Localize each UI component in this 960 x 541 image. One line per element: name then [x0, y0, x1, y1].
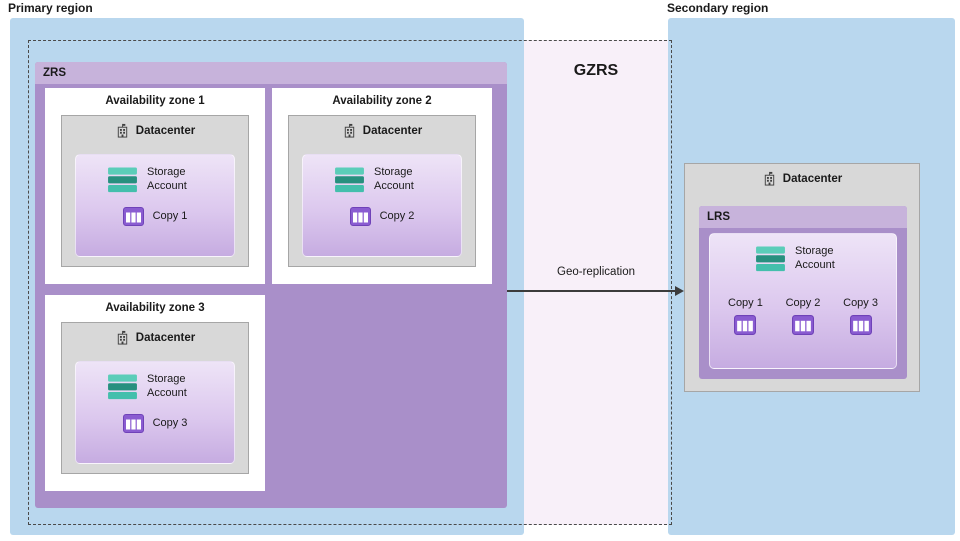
datacenter-building-icon: [762, 171, 777, 186]
zrs-container: ZRS Availability zone 1 Datacenter Stora: [35, 62, 507, 508]
availability-zone-2-title: Availability zone 2: [332, 95, 432, 107]
datacenter-label: Datacenter: [135, 124, 196, 137]
datacenter-box: Datacenter Storage Account Copy 1: [61, 115, 249, 267]
lrs-label: LRS: [699, 206, 907, 228]
gzrs-label: GZRS: [573, 62, 619, 79]
storage-account-icon: [107, 374, 138, 400]
geo-replication-label: Geo-replication: [557, 266, 635, 278]
geo-replication-arrowhead-icon: [675, 286, 684, 296]
datacenter-label: Datacenter: [782, 172, 843, 185]
storage-account-label: Storage Account: [795, 245, 835, 271]
zrs-label: ZRS: [35, 62, 507, 84]
copy-row: Copy 2: [303, 206, 461, 226]
storage-account-label: Storage Account: [147, 373, 187, 399]
copy-label: Copy 1: [152, 210, 188, 222]
lrs-container: LRS Storage Account Copy 1: [699, 206, 907, 379]
copy-table-icon: [122, 206, 144, 226]
secondary-datacenter-box: Datacenter LRS Storage Account Copy 1: [684, 163, 920, 392]
secondary-region-label: Secondary region: [667, 1, 769, 15]
copy-table-icon: [791, 314, 814, 335]
datacenter-building-icon: [115, 123, 130, 138]
copy-label: Copy 2: [379, 210, 415, 222]
availability-zone-3-title: Availability zone 3: [105, 302, 205, 314]
datacenter-building-icon: [342, 123, 357, 138]
datacenter-box: Datacenter Storage Account Copy 2: [288, 115, 476, 267]
availability-zone-3: Availability zone 3 Datacenter Storage A…: [45, 295, 265, 491]
copy-row: Copy 1: [76, 206, 234, 226]
storage-account-row: Storage Account: [303, 166, 461, 194]
copy-column: Copy 3: [843, 297, 878, 335]
datacenter-header: Datacenter: [62, 330, 248, 345]
datacenter-label: Datacenter: [362, 124, 423, 137]
datacenter-building-icon: [115, 330, 130, 345]
copy-label: Copy 1: [728, 296, 763, 309]
storage-account-label: Storage Account: [147, 166, 187, 192]
storage-panel: Storage Account Copy 2: [302, 154, 462, 257]
copy-label: Copy 3: [843, 296, 878, 309]
storage-account-icon: [334, 167, 365, 193]
storage-panel: Storage Account Copy 3: [75, 361, 235, 464]
storage-account-icon: [107, 167, 138, 193]
storage-panel: Storage Account Copy 1: [75, 154, 235, 257]
gzrs-dashed-boundary: [28, 40, 672, 525]
copy-table-icon: [734, 314, 757, 335]
geo-replication-arrow-line: [507, 290, 675, 292]
storage-account-row: Storage Account: [76, 166, 234, 194]
availability-zone-2: Availability zone 2 Datacenter Storage A…: [272, 88, 492, 284]
storage-account-label: Storage Account: [374, 166, 414, 192]
copy-label: Copy 2: [785, 296, 821, 309]
primary-region-label: Primary region: [8, 1, 93, 15]
copy-label: Copy 3: [152, 417, 188, 429]
storage-account-row: Storage Account: [76, 373, 234, 401]
copy-table-icon: [122, 413, 144, 433]
datacenter-header: Datacenter: [289, 123, 475, 138]
datacenter-header: Datacenter: [62, 123, 248, 138]
datacenter-header: Datacenter: [685, 171, 919, 186]
copy-table-icon: [349, 206, 371, 226]
copy-column: Copy 2: [785, 296, 821, 335]
lrs-storage-panel: Storage Account Copy 1 Copy 2: [709, 233, 897, 369]
availability-zone-1-title: Availability zone 1: [105, 95, 205, 107]
copies-row: Copy 1 Copy 2 Copy 3: [710, 297, 896, 335]
datacenter-label: Datacenter: [135, 331, 196, 344]
copy-row: Copy 3: [76, 413, 234, 433]
gzrs-gap-fill: [524, 40, 668, 525]
availability-zone-1: Availability zone 1 Datacenter Storage A…: [45, 88, 265, 284]
storage-account-icon: [755, 246, 786, 272]
copy-column: Copy 1: [728, 297, 763, 335]
copy-table-icon: [849, 314, 872, 335]
storage-account-row: Storage Account: [710, 245, 896, 273]
datacenter-box: Datacenter Storage Account Copy 3: [61, 322, 249, 474]
